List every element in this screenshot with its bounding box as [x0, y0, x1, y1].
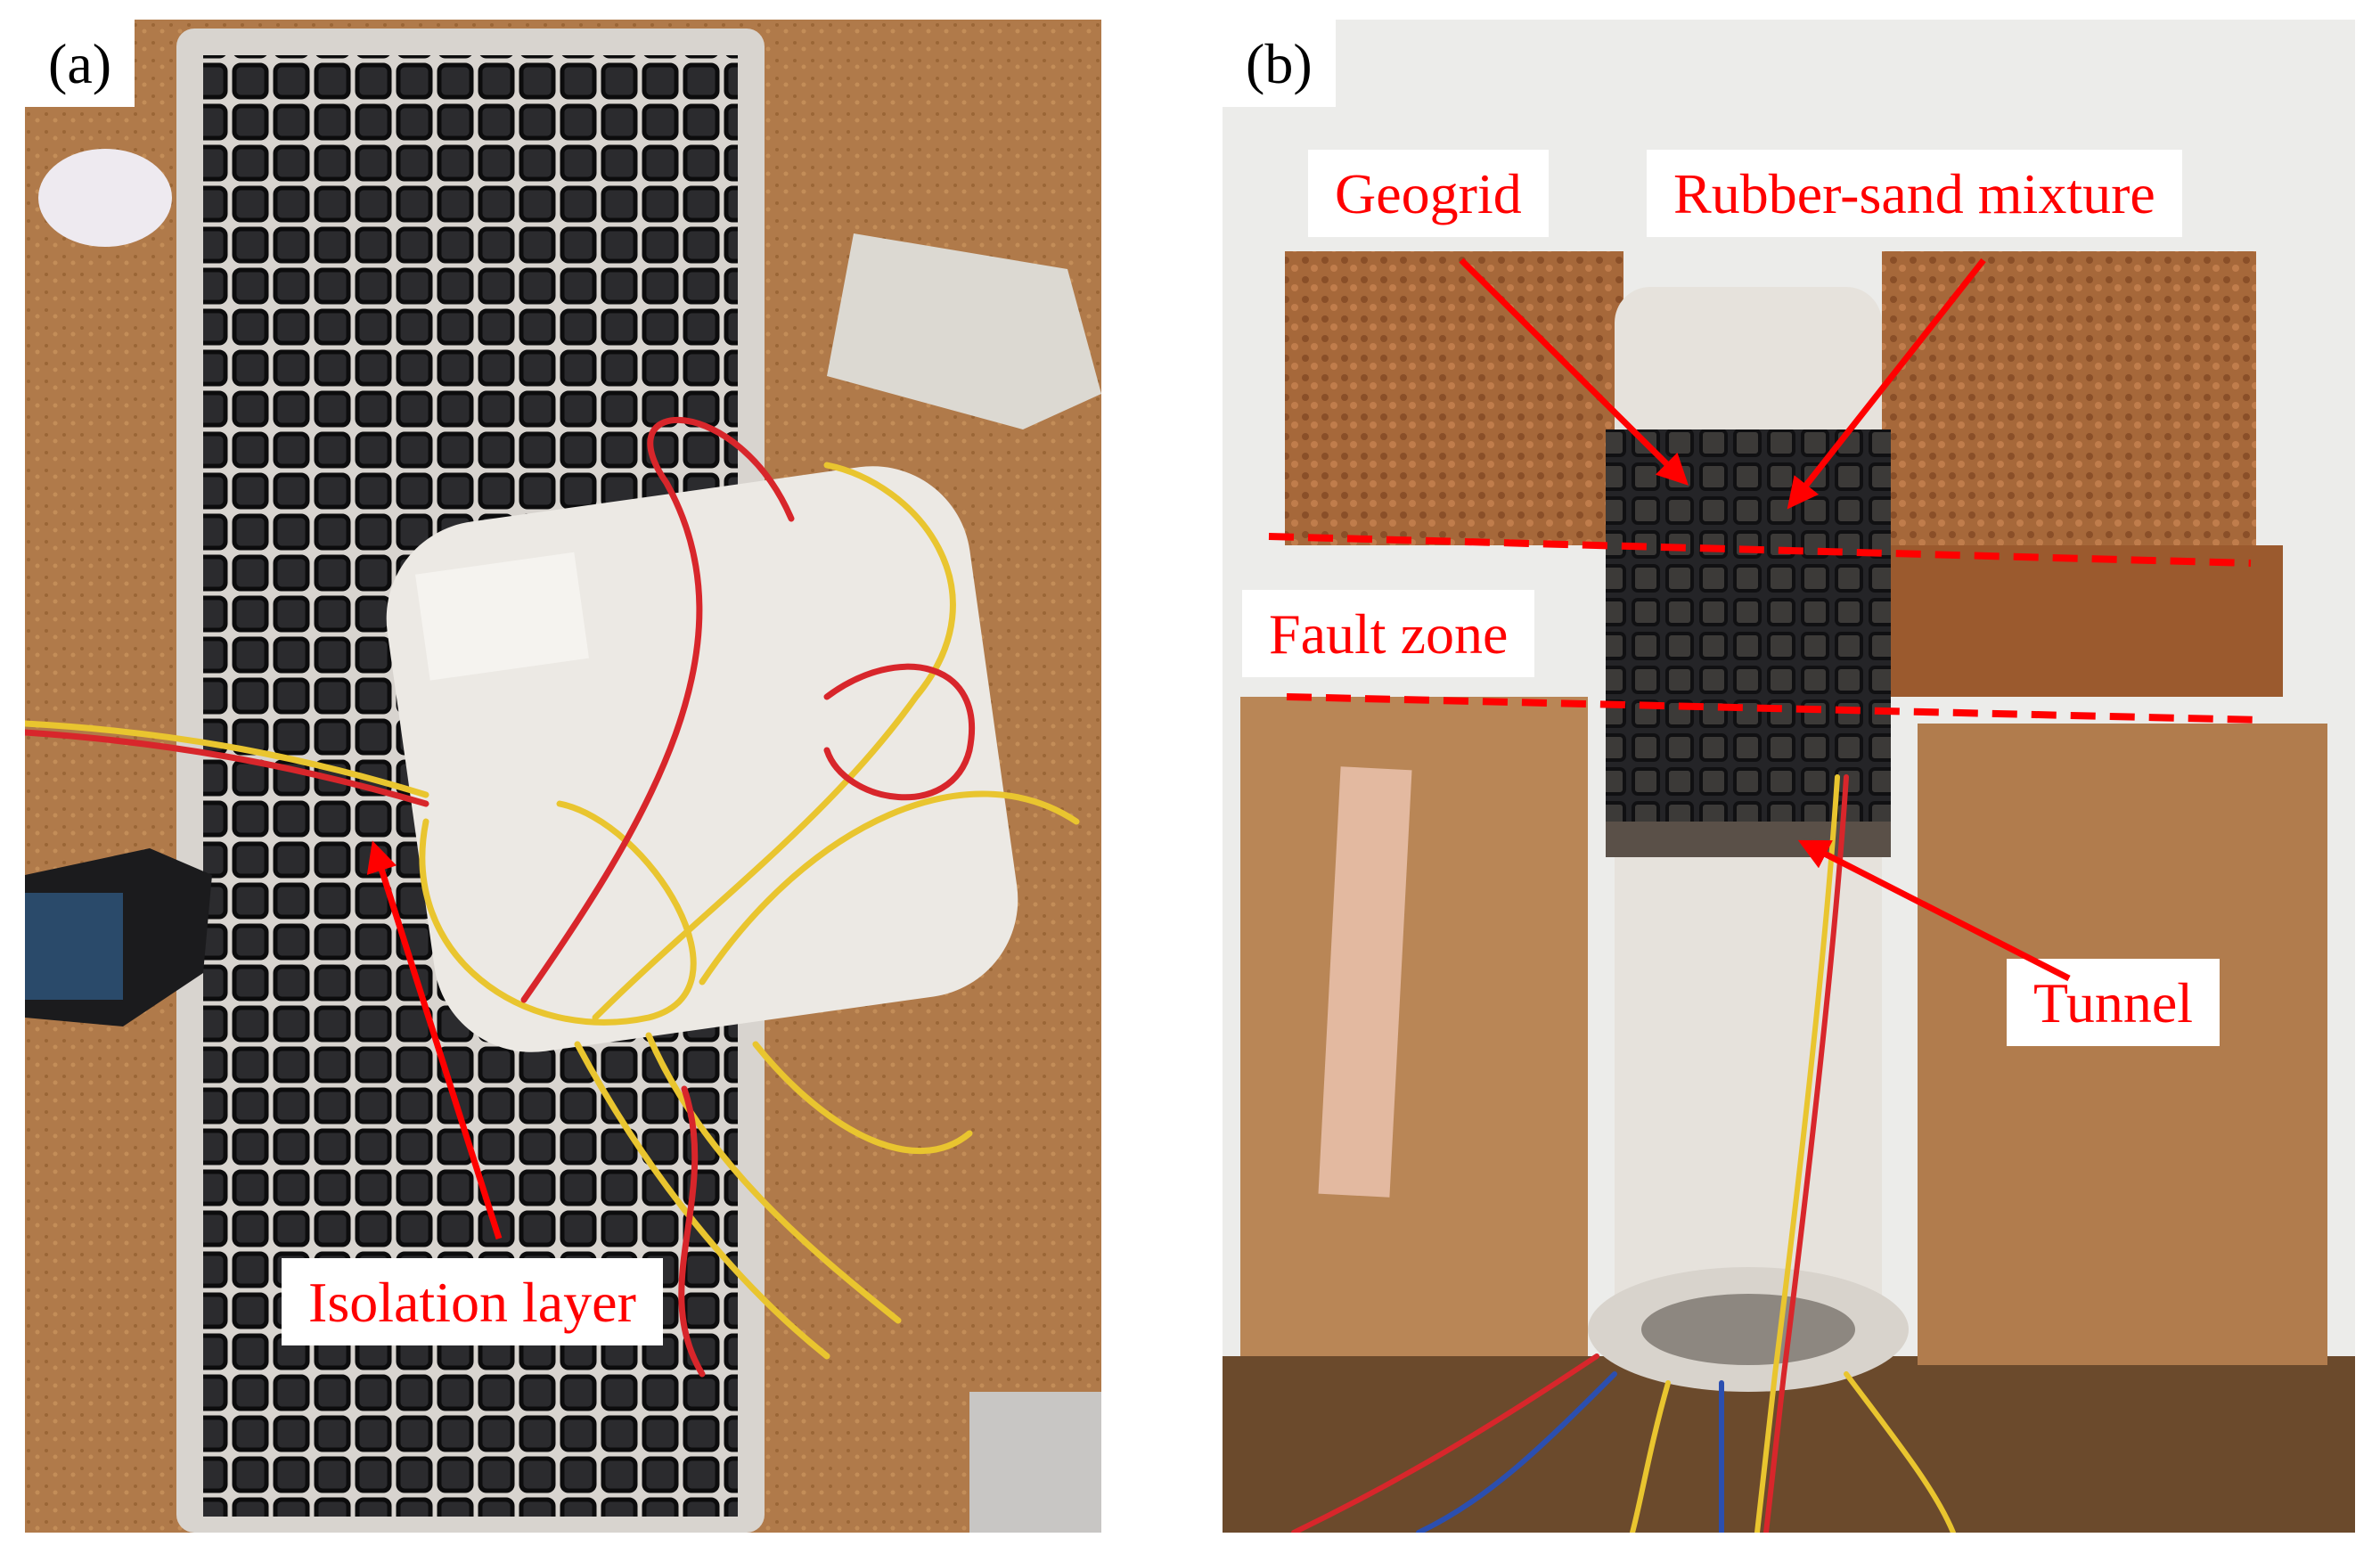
soil-block-lower-left — [1240, 697, 1588, 1356]
tunnel-model — [386, 466, 1018, 1052]
callout-geogrid: Geogrid — [1308, 150, 1549, 237]
soil-block-upper-right — [1882, 251, 2256, 545]
worker-shoe-corner — [969, 1392, 1101, 1533]
panel-a-photo: (a) Isolation layer — [25, 20, 1101, 1533]
fault-zone-soil-right — [1882, 545, 2283, 697]
callout-rubber-sand-mixture: Rubber-sand mixture — [1647, 150, 2182, 237]
panel-b-label: (b) — [1223, 20, 1336, 107]
callout-fault-zone: Fault zone — [1242, 590, 1535, 677]
geogrid-wrap — [1606, 429, 1891, 822]
sensor-wires — [1291, 774, 1956, 1533]
callout-tunnel: Tunnel — [2007, 959, 2221, 1046]
callout-isolation-layer: Isolation layer — [282, 1258, 663, 1345]
wooden-ruler — [1318, 766, 1412, 1198]
tunnel-model — [1588, 287, 1909, 1392]
soil-block-upper-left — [1285, 251, 1623, 545]
panel-b-photo: (b) Geogrid Rubber-sand mixture Fault zo… — [1223, 20, 2355, 1533]
tape-roll — [38, 149, 172, 247]
panel-a-label: (a) — [25, 20, 135, 107]
panel-b-image — [1223, 20, 2355, 1533]
paper-sheet — [827, 233, 1101, 429]
worker-boot — [25, 848, 212, 1026]
